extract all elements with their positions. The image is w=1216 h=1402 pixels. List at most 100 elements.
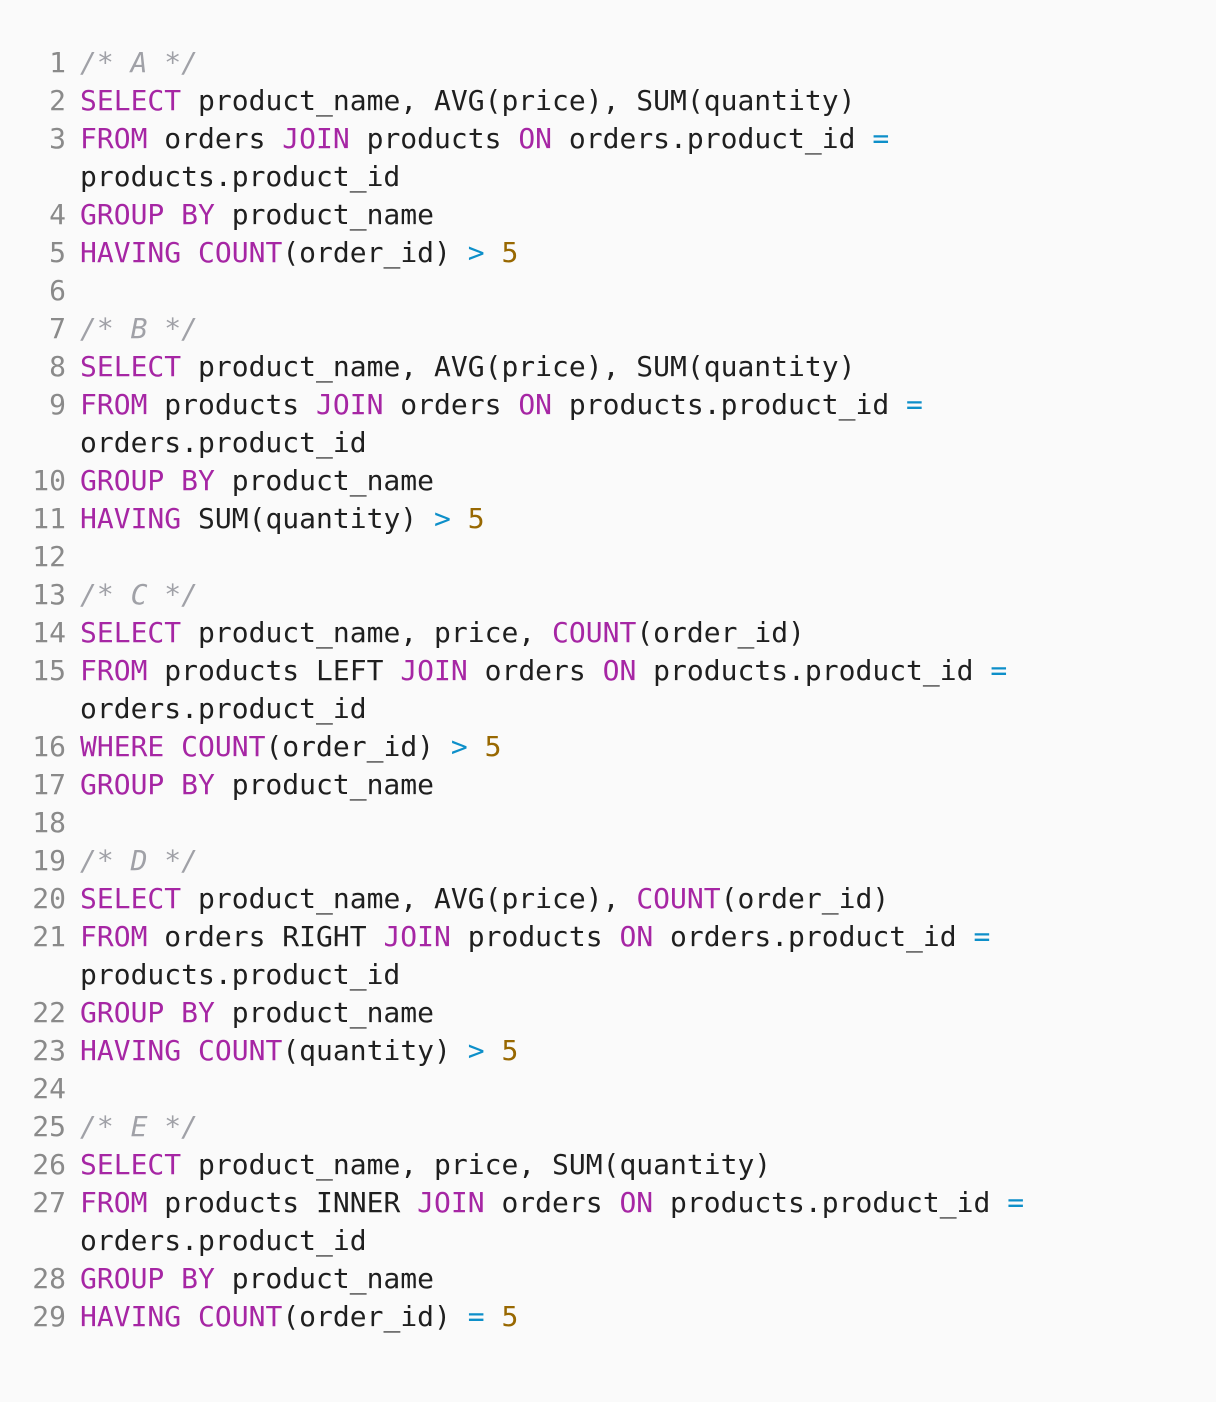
keyword-token: SELECT: [80, 350, 182, 383]
code-line: 25/* E */: [0, 1108, 1216, 1146]
keyword-token: HAVING: [80, 1300, 182, 1333]
line-number: 24: [32, 1072, 66, 1105]
code-line: 29 HAVING COUNT(order_id) = 5: [0, 1298, 1216, 1336]
keyword-token: GROUP BY: [80, 198, 215, 231]
line-content: GROUP BY product_name: [80, 766, 1040, 804]
keyword-token: WHERE: [80, 730, 165, 763]
number-token: 5: [467, 502, 485, 535]
text-token: product_name: [214, 198, 435, 231]
text-token: (order_id): [282, 236, 468, 269]
keyword-token: GROUP BY: [80, 996, 215, 1029]
line-number: 8: [49, 350, 66, 383]
line-number: 25: [32, 1110, 66, 1143]
line-number: 14: [32, 616, 66, 649]
line-number: 19: [32, 844, 66, 877]
operator-token: >: [434, 502, 451, 535]
text-token: product_name, price,: [181, 616, 553, 649]
text-token: [181, 236, 198, 269]
line-content: HAVING COUNT(quantity) > 5: [80, 1032, 1040, 1070]
comment-token: /* C */: [80, 578, 199, 611]
text-token: [468, 730, 485, 763]
line-number: 4: [49, 198, 66, 231]
text-token: product_name: [214, 1262, 435, 1295]
text-token: orders.product_id: [80, 1224, 367, 1257]
line-content: FROM products LEFT JOIN orders ON produc…: [80, 652, 1040, 728]
text-token: SUM(quantity): [181, 502, 435, 535]
line-number: 20: [32, 882, 66, 915]
comment-token: /* B */: [80, 312, 199, 345]
line-content: GROUP BY product_name: [80, 1260, 1040, 1298]
code-line: 16 WHERE COUNT(order_id) > 5: [0, 728, 1216, 766]
code-line: 14 SELECT product_name, price, COUNT(orde…: [0, 614, 1216, 652]
text-token: [181, 1034, 198, 1067]
operator-token: =: [872, 122, 890, 155]
text-token: [164, 730, 181, 763]
line-content: GROUP BY product_name: [80, 196, 1040, 234]
line-content: FROM products JOIN orders ON products.pr…: [80, 386, 1040, 462]
line-number: 17: [32, 768, 66, 801]
text-token: orders.product_id: [80, 426, 367, 459]
text-token: orders: [383, 388, 519, 421]
number-token: 5: [501, 1034, 519, 1067]
keyword-token: JOIN: [383, 920, 451, 953]
line-number: 18: [32, 806, 66, 839]
line-content: FROM orders JOIN products ON orders.prod…: [80, 120, 1040, 196]
text-token: products.product_id: [653, 1186, 1008, 1219]
keyword-token: ON: [518, 388, 553, 421]
text-token: orders.product_id: [552, 122, 873, 155]
comment-token: /* D */: [80, 844, 199, 877]
text-token: product_name, AVG(price), SUM(quantity): [181, 84, 856, 117]
line-number: 29: [32, 1300, 66, 1333]
operator-token: >: [467, 1034, 485, 1067]
line-number: 7: [49, 312, 66, 345]
keyword-token: GROUP BY: [80, 464, 215, 497]
text-token: (order_id): [265, 730, 451, 763]
line-number: 23: [32, 1034, 66, 1067]
line-number: 22: [32, 996, 66, 1029]
line-content: WHERE COUNT(order_id) > 5: [80, 728, 1040, 766]
line-content: /* B */: [80, 310, 1040, 348]
code-line: 22 GROUP BY product_name: [0, 994, 1216, 1032]
text-token: products.product_id: [80, 160, 401, 193]
line-content: HAVING COUNT(order_id) = 5: [80, 1298, 1040, 1336]
line-content: SELECT product_name, price, COUNT(order_…: [80, 614, 1040, 652]
text-token: product_name: [214, 768, 435, 801]
line-number: 9: [49, 388, 66, 421]
line-number: 26: [32, 1148, 66, 1181]
keyword-token: SELECT: [80, 84, 182, 117]
line-content: HAVING COUNT(order_id) > 5: [80, 234, 1040, 272]
number-token: 5: [501, 1300, 519, 1333]
line-content: HAVING SUM(quantity) > 5: [80, 500, 1040, 538]
line-content: GROUP BY product_name: [80, 994, 1040, 1032]
text-token: product_name, AVG(price),: [181, 882, 637, 915]
keyword-token: FROM: [80, 654, 148, 687]
code-line: 18: [0, 804, 1216, 842]
line-content: /* D */: [80, 842, 1040, 880]
text-token: [485, 1034, 502, 1067]
code-line: 7 /* B */: [0, 310, 1216, 348]
line-number: 3: [49, 122, 66, 155]
text-token: products.product_id: [80, 958, 401, 991]
operator-token: =: [973, 920, 991, 953]
code-line: 28 GROUP BY product_name: [0, 1260, 1216, 1298]
line-number: 12: [32, 540, 66, 573]
text-token: [181, 1300, 198, 1333]
comment-token: /* A */: [80, 46, 199, 79]
text-token: (order_id): [636, 616, 805, 649]
line-number: 1: [49, 46, 66, 79]
line-number: 16: [32, 730, 66, 763]
text-token: product_name: [214, 996, 435, 1029]
text-token: products: [147, 388, 317, 421]
keyword-token: COUNT: [198, 1300, 283, 1333]
keyword-token: SELECT: [80, 882, 182, 915]
line-number: 6: [49, 274, 66, 307]
text-token: orders: [484, 1186, 620, 1219]
line-number: 28: [32, 1262, 66, 1295]
keyword-token: FROM: [80, 920, 148, 953]
